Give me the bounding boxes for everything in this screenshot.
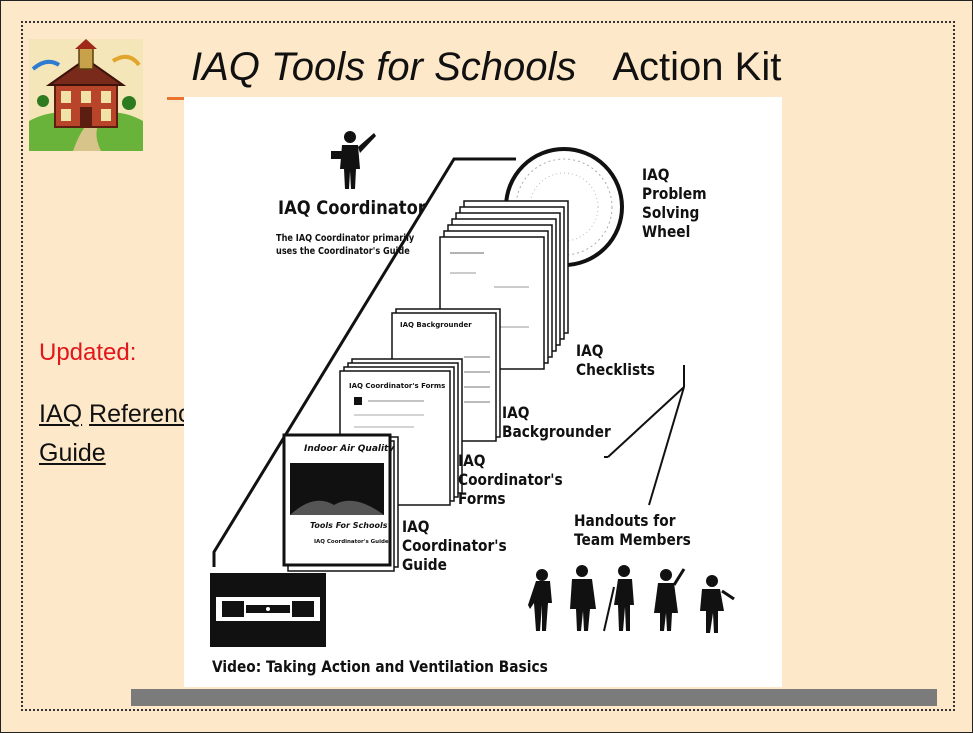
action-kit-figure: IAQ Coordinator's Forms IAQ Backgrounder… (184, 97, 782, 687)
team-members-silhouettes-icon (528, 565, 735, 633)
figure-drawing (210, 131, 735, 647)
page-title: IAQ Tools for Schools Action Kit (191, 45, 781, 90)
title-italic: IAQ Tools for Schools (191, 45, 577, 89)
reference-guide-link-iaq[interactable]: IAQ (39, 400, 83, 428)
backgrounder-doc-title: IAQ Backgrounder (400, 321, 472, 329)
title-rest: Action Kit (612, 45, 782, 89)
bottom-bar (131, 689, 937, 706)
updated-label: Updated: (39, 339, 137, 366)
guide-cover-line2: Tools For Schools (310, 521, 388, 530)
coordinator-figure-icon (331, 131, 376, 189)
coordinator-title: IAQ Coordinator (278, 197, 426, 219)
coordinator-note-line1: The IAQ Coordinator primarily (276, 233, 415, 244)
guide-cover-line1: Indoor Air Quality (304, 444, 395, 454)
coordinator-guide-binder-icon (282, 433, 399, 572)
title-accent-line (167, 97, 189, 100)
video-label: Video: Taking Action and Ventilation Bas… (212, 657, 548, 676)
coordinator-note-line2: uses the Coordinator's Guide (276, 246, 410, 257)
handouts-pointer-lines (604, 365, 685, 506)
school-clipart-logo (29, 39, 143, 151)
guide-cover-line3: IAQ Coordinator's Guide (314, 539, 389, 545)
video-tape-icon (210, 573, 326, 647)
forms-doc-title: IAQ Coordinator's Forms (349, 382, 446, 390)
dotted-frame (21, 21, 955, 711)
reference-guide-link-group: IAQ Reference Guide (39, 395, 204, 473)
reference-guide-link-guide[interactable]: Guide (39, 439, 106, 467)
